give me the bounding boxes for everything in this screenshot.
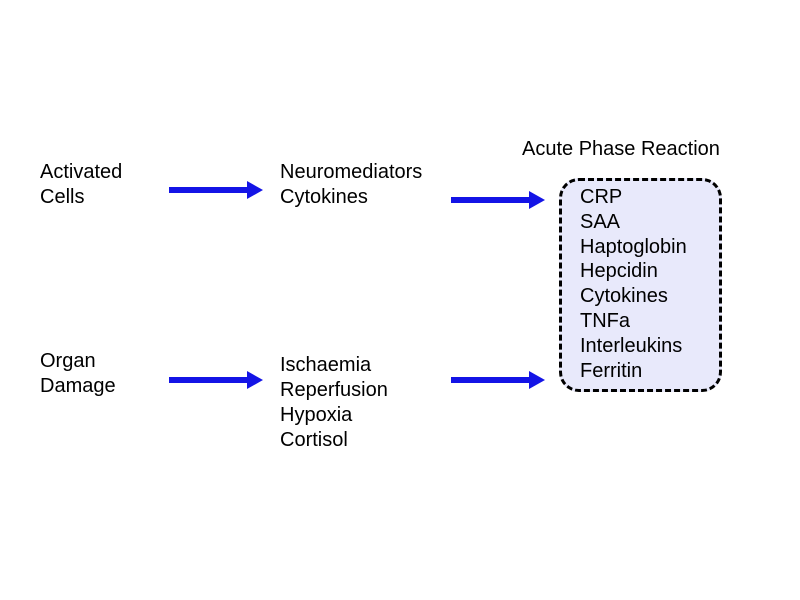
right-arrow-icon [451, 191, 545, 209]
reaction-item: Interleukins [580, 334, 683, 357]
reaction-item: TNFa [580, 309, 630, 332]
source-label-line: Damage [40, 375, 116, 397]
source-activated-cells: Activated Cells [40, 160, 122, 210]
mediator-label: Hypoxia [280, 404, 353, 426]
source-label-line: Cells [40, 186, 85, 208]
mediators-top: Neuromediators Cytokines [280, 160, 422, 210]
right-arrow-icon [169, 181, 263, 199]
reaction-item: Cytokines [580, 285, 668, 308]
reaction-item: Ferritin [580, 359, 643, 382]
mediator-label: Ischaemia [280, 354, 372, 376]
arrow-activated-to-mediators [169, 180, 263, 200]
reaction-item: CRP [580, 186, 623, 208]
mediator-label: Neuromediators [280, 161, 423, 183]
source-organ-damage: Organ Damage [40, 349, 116, 399]
arrow-mediators-top-to-reaction [451, 190, 545, 210]
source-label-line: Activated [40, 161, 123, 183]
reaction-box [559, 178, 722, 392]
mediator-label: Cortisol [280, 429, 348, 451]
reaction-list: CRP SAA Haptoglobin Hepcidin Cytokines T… [580, 185, 687, 383]
arrow-mediators-bottom-to-reaction [451, 370, 545, 390]
reaction-item: Hepcidin [580, 260, 658, 283]
reaction-title: Acute Phase Reaction [522, 138, 720, 160]
mediators-bottom: Ischaemia Reperfusion Hypoxia Cortisol [280, 353, 388, 453]
mediator-label: Reperfusion [280, 379, 388, 401]
reaction-item: Haptoglobin [580, 235, 687, 258]
mediator-label: Cytokines [280, 186, 368, 208]
source-label-line: Organ [40, 350, 96, 372]
reaction-item: SAA [580, 210, 621, 233]
right-arrow-icon [169, 371, 263, 389]
arrow-organ-to-mediators [169, 370, 263, 390]
right-arrow-icon [451, 371, 545, 389]
